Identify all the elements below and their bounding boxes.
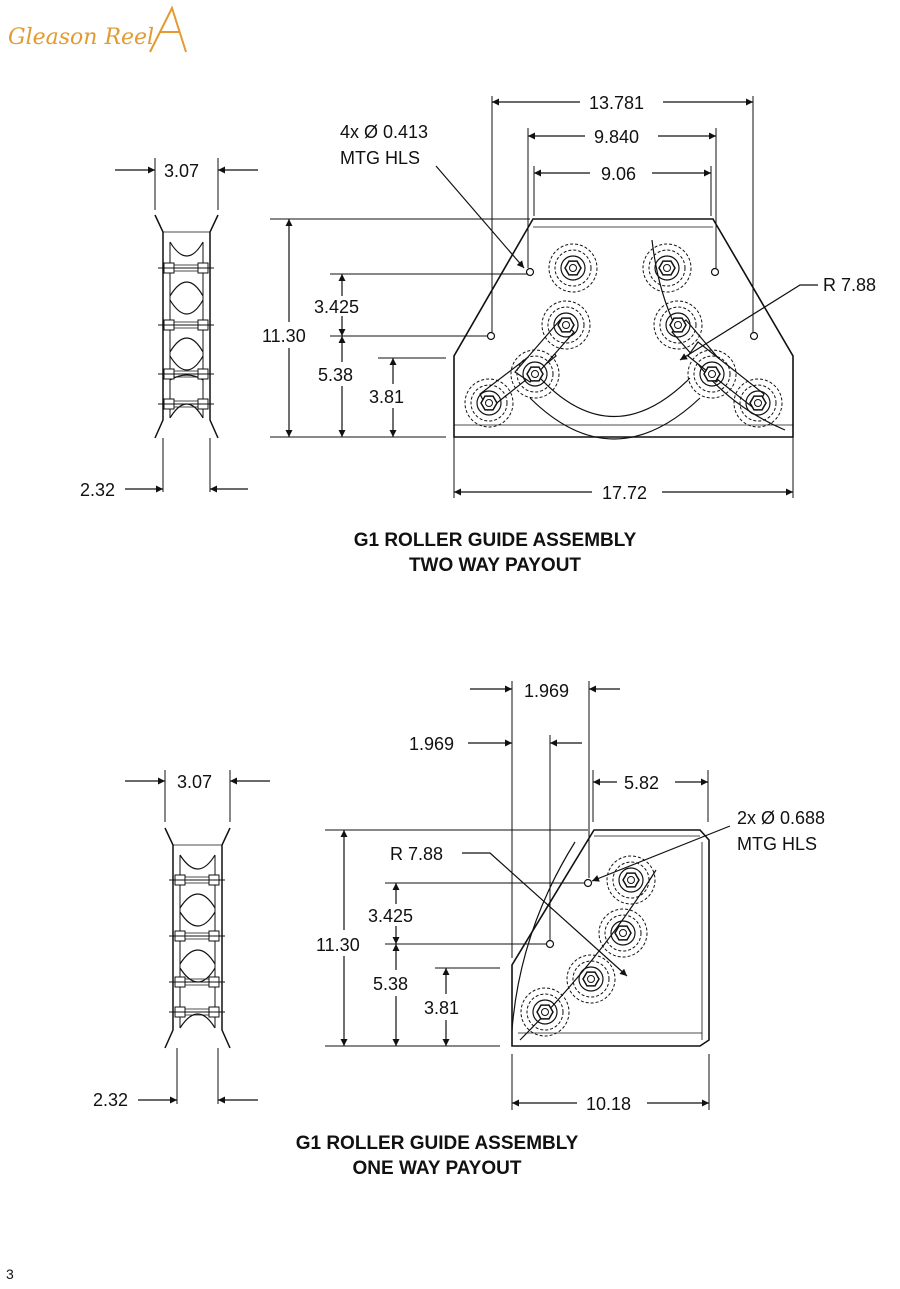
dim-label: 1.969 [524,681,569,701]
dim-height: 11.30 [262,219,306,437]
dim-height-one-way: 11.30 [316,830,360,1046]
dim-label: 9.06 [601,164,636,184]
dim-label: 5.82 [624,773,659,793]
dim-label: 3.425 [314,297,359,317]
dim-label: 5.38 [318,365,353,385]
callout-mounting-holes-one-way: 2x Ø 0.688 MTG HLS [591,808,825,882]
dim-offset-b: 1.969 [409,734,582,754]
dim-right-offset: 5.82 [593,773,708,793]
dim-hole-spacing-one-way: 3.425 [368,883,413,944]
one-way-caption: G1 ROLLER GUIDE ASSEMBLY ONE WAY PAYOUT [242,1131,632,1181]
dim-label: 9.840 [594,127,639,147]
dim-roller-height-one-way: 3.81 [424,968,459,1046]
dim-side-top-width: 3.07 [115,161,258,181]
dim-offset-a: 1.969 [470,681,620,701]
two-way-front-plate [453,218,794,498]
dim-side-bottom-width: 2.32 [80,480,248,500]
dim-label: 3.07 [177,772,212,792]
dim-hole-height: 5.38 [318,336,353,437]
dim-hole-spacing: 3.425 [314,274,359,336]
callout-radius: R 7.88 [679,275,876,361]
dim-label: 11.30 [262,326,306,346]
dim-label: 3.425 [368,906,413,926]
caption-title: G1 ROLLER GUIDE ASSEMBLY [295,1133,579,1154]
dim-hole-height-one-way: 5.38 [373,944,408,1046]
dim-overall-top: 13.781 [492,93,753,113]
dim-label: 3.81 [424,998,459,1018]
gleason-reel-logo: Gleason Reel [8,5,187,53]
callout-line1: 4x Ø 0.413 [340,122,428,142]
page-number: 3 [6,1266,14,1282]
dim-label: 11.30 [316,935,360,955]
dim-label: 1.969 [409,734,454,754]
callout-radius-label: R 7.88 [390,844,443,864]
one-way-front-plate [511,829,710,1047]
two-way-mounting-holes [486,267,759,341]
dim-side-top-width-one-way: 3.07 [125,772,270,792]
dim-inner-top: 9.06 [534,164,711,184]
dim-label: 2.32 [93,1090,128,1110]
dim-roller-height: 3.81 [369,358,404,437]
dim-label: 10.18 [586,1094,631,1114]
dim-label: 5.38 [373,974,408,994]
callout-line2: MTG HLS [737,834,817,854]
dim-label: 13.781 [589,93,644,113]
caption-subtitle: TWO WAY PAYOUT [408,555,582,576]
caption-title: G1 ROLLER GUIDE ASSEMBLY [353,530,637,551]
dim-base-width-one-way: 10.18 [512,1094,709,1114]
dim-side-bottom-width-one-way: 2.32 [93,1090,258,1110]
dim-mid-top: 9.840 [528,127,716,147]
caption-subtitle: ONE WAY PAYOUT [352,1158,522,1179]
callout-line1: 2x Ø 0.688 [737,808,825,828]
two-way-caption: G1 ROLLER GUIDE ASSEMBLY TWO WAY PAYOUT [300,528,690,578]
dim-base-width: 17.72 [454,483,793,503]
callout-radius-label: R 7.88 [823,275,876,295]
one-way-extension-lines [325,681,710,1110]
dim-label: 3.81 [369,387,404,407]
callout-mounting-holes: 4x Ø 0.413 MTG HLS [340,122,525,269]
two-way-extension-lines [270,96,754,438]
two-way-rollers [464,243,783,428]
callout-radius-one-way: R 7.88 [390,844,628,977]
dim-label: 17.72 [602,483,647,503]
reel-mark-icon [149,5,187,53]
dim-label: 3.07 [164,161,199,181]
dim-label: 2.32 [80,480,115,500]
logo-text: Gleason Reel [8,25,154,50]
one-way-mounting-holes [545,878,593,949]
callout-line2: MTG HLS [340,148,420,168]
